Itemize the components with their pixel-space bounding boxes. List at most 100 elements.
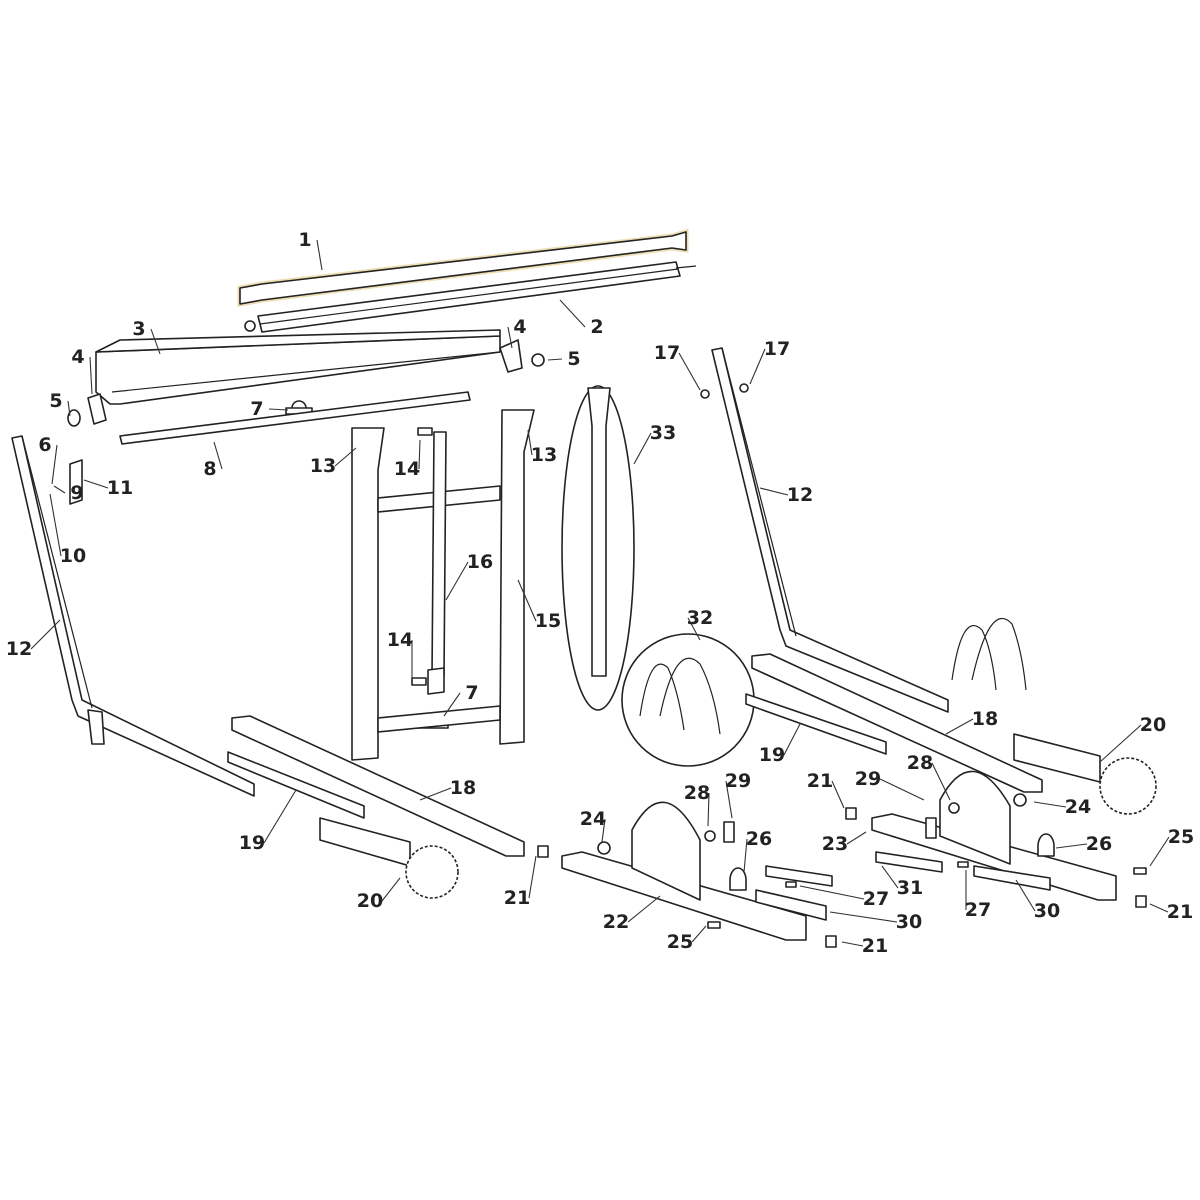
- callout-leader-18: [419, 787, 452, 801]
- part-4-bracket[interactable]: [87, 339, 523, 425]
- part-2-roller-tube[interactable]: [244, 261, 697, 333]
- part-3-channel[interactable]: [95, 329, 501, 405]
- callout-label-13[interactable]: 13: [531, 444, 557, 466]
- part-14-pin[interactable]: [411, 427, 433, 686]
- part-small-fittings[interactable]: [537, 793, 1147, 948]
- callout-label-6[interactable]: 6: [38, 434, 51, 456]
- callout-label-12[interactable]: 12: [6, 638, 32, 660]
- callout-label-20[interactable]: 20: [357, 890, 383, 912]
- callout-label-33[interactable]: 33: [650, 422, 676, 444]
- callout-leader-18: [945, 718, 974, 735]
- callout-label-14[interactable]: 14: [387, 629, 413, 651]
- callout-leader-8: [213, 441, 223, 470]
- part-20-gear-assembly[interactable]: [319, 733, 1157, 899]
- callout-leader-1: [316, 239, 323, 271]
- callout-label-21[interactable]: 21: [504, 887, 530, 909]
- callout-label-17[interactable]: 17: [654, 342, 680, 364]
- callout-label-2[interactable]: 2: [590, 316, 603, 338]
- part-33-telescopic-post[interactable]: [561, 385, 635, 711]
- callout-label-7[interactable]: 7: [250, 398, 263, 420]
- callout-label-8[interactable]: 8: [203, 458, 216, 480]
- part-11-bracket[interactable]: [69, 459, 83, 505]
- callout-label-21[interactable]: 21: [807, 770, 833, 792]
- part-32-arches[interactable]: [621, 617, 1027, 767]
- callout-leader-3: [150, 328, 161, 355]
- callout-label-20[interactable]: 20: [1140, 714, 1166, 736]
- callout-leader-28: [931, 762, 951, 801]
- callout-label-29[interactable]: 29: [725, 770, 751, 792]
- callout-label-22[interactable]: 22: [603, 911, 629, 933]
- callout-label-26[interactable]: 26: [1086, 833, 1112, 855]
- callout-leader-32: [687, 617, 701, 641]
- part-22-base-frame[interactable]: [561, 801, 807, 941]
- callout-label-18[interactable]: 18: [972, 708, 998, 730]
- callout-label-4[interactable]: 4: [513, 316, 526, 338]
- part-12-right-arm[interactable]: [700, 347, 949, 713]
- callout-leader-14: [418, 439, 421, 470]
- callout-label-4[interactable]: 4: [71, 346, 84, 368]
- callout-label-27[interactable]: 27: [863, 888, 889, 910]
- callout-label-3[interactable]: 3: [132, 318, 145, 340]
- part-8-rod[interactable]: [119, 391, 471, 445]
- callout-leader-33: [633, 432, 652, 465]
- callout-label-15[interactable]: 15: [535, 610, 561, 632]
- callout-leader-9: [53, 485, 66, 494]
- part-12-left-arm[interactable]: [11, 435, 255, 797]
- callout-label-25[interactable]: 25: [667, 931, 693, 953]
- callout-label-18[interactable]: 18: [450, 777, 476, 799]
- callout-leader-30: [829, 911, 898, 923]
- part-16-strut[interactable]: [427, 431, 447, 695]
- part-18-rails[interactable]: [231, 653, 1043, 857]
- callout-leader-2: [559, 299, 586, 328]
- callout-label-28[interactable]: 28: [684, 782, 710, 804]
- callout-leader-17: [678, 352, 701, 391]
- callout-label-5[interactable]: 5: [49, 390, 62, 412]
- callout-leader-26: [1055, 843, 1088, 849]
- callout-label-24[interactable]: 24: [1065, 796, 1091, 818]
- part-5-washer[interactable]: [67, 353, 545, 427]
- callout-label-32[interactable]: 32: [687, 607, 713, 629]
- callout-leader-4: [89, 356, 93, 395]
- callout-label-30[interactable]: 30: [896, 911, 922, 933]
- callout-leader-24: [1033, 801, 1067, 808]
- callout-leader-13: [334, 447, 357, 467]
- callout-label-5[interactable]: 5: [567, 348, 580, 370]
- callout-label-21[interactable]: 21: [1167, 901, 1193, 923]
- callout-label-31[interactable]: 31: [897, 877, 923, 899]
- callout-label-25[interactable]: 25: [1168, 826, 1194, 848]
- callout-label-11[interactable]: 11: [107, 477, 133, 499]
- part-1-bar-highlighted[interactable]: [237, 228, 689, 307]
- callout-leader-12: [759, 487, 789, 496]
- callout-leader-31: [881, 865, 899, 889]
- callout-label-16[interactable]: 16: [467, 551, 493, 573]
- callout-leader-7: [443, 692, 461, 717]
- callout-leader-26: [743, 838, 748, 873]
- callout-leader-27: [799, 885, 865, 900]
- callout-label-23[interactable]: 23: [822, 833, 848, 855]
- callout-label-17[interactable]: 17: [764, 338, 790, 360]
- callout-leader-15: [517, 579, 537, 622]
- callout-label-9[interactable]: 9: [70, 482, 83, 504]
- callout-label-19[interactable]: 19: [759, 744, 785, 766]
- part-13-posts-frame[interactable]: [351, 409, 535, 761]
- callout-label-27[interactable]: 27: [965, 899, 991, 921]
- callout-label-19[interactable]: 19: [239, 832, 265, 854]
- callout-leader-21: [528, 855, 537, 899]
- callout-label-28[interactable]: 28: [907, 752, 933, 774]
- callout-leader-25: [1149, 836, 1170, 867]
- callout-label-10[interactable]: 10: [60, 545, 86, 567]
- part-19-rods[interactable]: [227, 693, 887, 819]
- callout-label-30[interactable]: 30: [1034, 900, 1060, 922]
- callout-label-1[interactable]: 1: [298, 229, 311, 251]
- callout-label-26[interactable]: 26: [746, 828, 772, 850]
- callout-label-21[interactable]: 21: [862, 935, 888, 957]
- callout-leader-22: [627, 895, 661, 923]
- callout-label-12[interactable]: 12: [787, 484, 813, 506]
- callout-label-29[interactable]: 29: [855, 768, 881, 790]
- callout-label-7[interactable]: 7: [465, 682, 478, 704]
- callout-label-24[interactable]: 24: [580, 808, 606, 830]
- callout-label-13[interactable]: 13: [310, 455, 336, 477]
- callout-leader-11: [83, 479, 109, 489]
- callout-label-14[interactable]: 14: [394, 458, 420, 480]
